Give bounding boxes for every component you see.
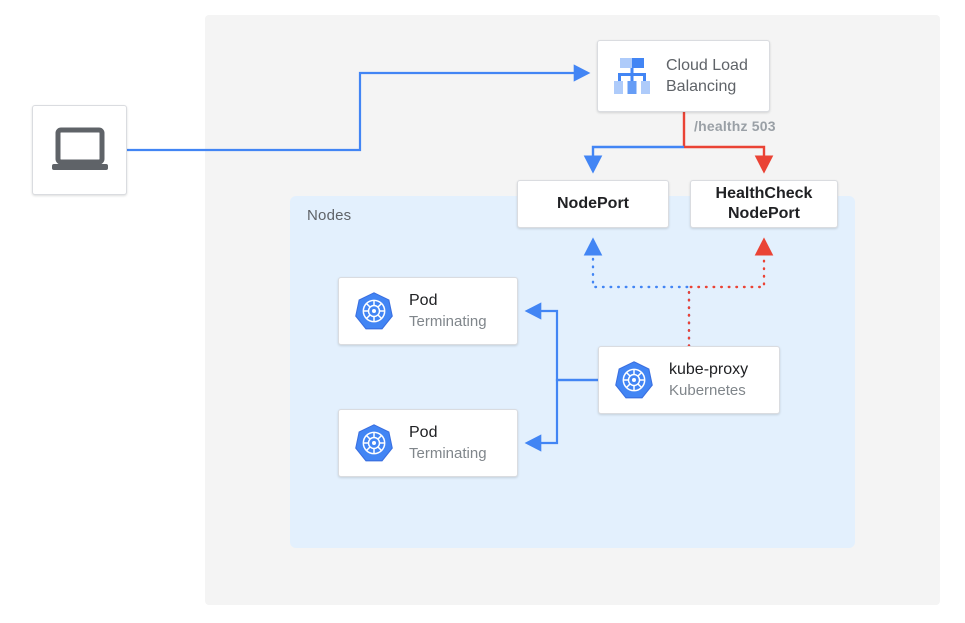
- kube-proxy-title: kube-proxy: [669, 360, 749, 378]
- kube-proxy-labels: kube-proxy Kubernetes: [669, 360, 748, 401]
- lb-label-line1: Cloud Load: [666, 57, 748, 74]
- pod-labels: Pod Terminating: [409, 291, 487, 332]
- healthz-status-label: /healthz 503: [694, 118, 776, 134]
- healthcheck-nodeport-label-line1: HealthCheck: [715, 185, 813, 202]
- kube-proxy-card[interactable]: kube-proxy Kubernetes: [598, 346, 780, 414]
- pod-title: Pod: [409, 423, 438, 441]
- healthcheck-nodeport-label: HealthCheck NodePort: [716, 184, 813, 224]
- pod-status: Terminating: [409, 312, 487, 330]
- pod-labels: Pod Terminating: [409, 423, 487, 464]
- nodeport-card[interactable]: NodePort: [517, 180, 669, 228]
- pod-status: Terminating: [409, 444, 487, 462]
- pod-card[interactable]: Pod Terminating: [338, 277, 518, 345]
- pod-title: Pod: [409, 291, 438, 309]
- nodes-panel-label: Nodes: [307, 207, 352, 224]
- laptop-icon: [51, 127, 108, 170]
- wire-split-to-nodeport: [583, 145, 684, 174]
- pod-card[interactable]: Pod Terminating: [338, 409, 518, 477]
- kubernetes-icon: [615, 361, 653, 399]
- wire-split-to-healthcheck-nodeport: [684, 145, 774, 174]
- wire-kubeproxy-to-nodeport-dotted: [583, 237, 691, 348]
- cloud-load-balancing-label: Cloud Load Balancing: [666, 55, 748, 97]
- wire-kubeproxy-to-pod-2: [524, 378, 598, 452]
- healthcheck-nodeport-card[interactable]: HealthCheck NodePort: [690, 180, 838, 228]
- kube-proxy-subtitle: Kubernetes: [669, 381, 746, 399]
- wire-client-to-load-balancer: [127, 64, 591, 152]
- cloud-load-balancing-icon: [614, 58, 650, 94]
- wire-kubeproxy-to-pod-1: [524, 302, 598, 382]
- kubernetes-icon: [355, 424, 393, 462]
- cloud-load-balancing-card[interactable]: Cloud Load Balancing: [597, 40, 770, 112]
- lb-label-line2: Balancing: [666, 78, 737, 95]
- healthcheck-nodeport-label-line2: NodePort: [727, 205, 800, 222]
- nodeport-label: NodePort: [557, 195, 629, 212]
- kubernetes-icon: [355, 292, 393, 330]
- wire-kubeproxy-to-healthcheck-dotted: [687, 237, 774, 348]
- client-laptop-card[interactable]: [32, 105, 127, 195]
